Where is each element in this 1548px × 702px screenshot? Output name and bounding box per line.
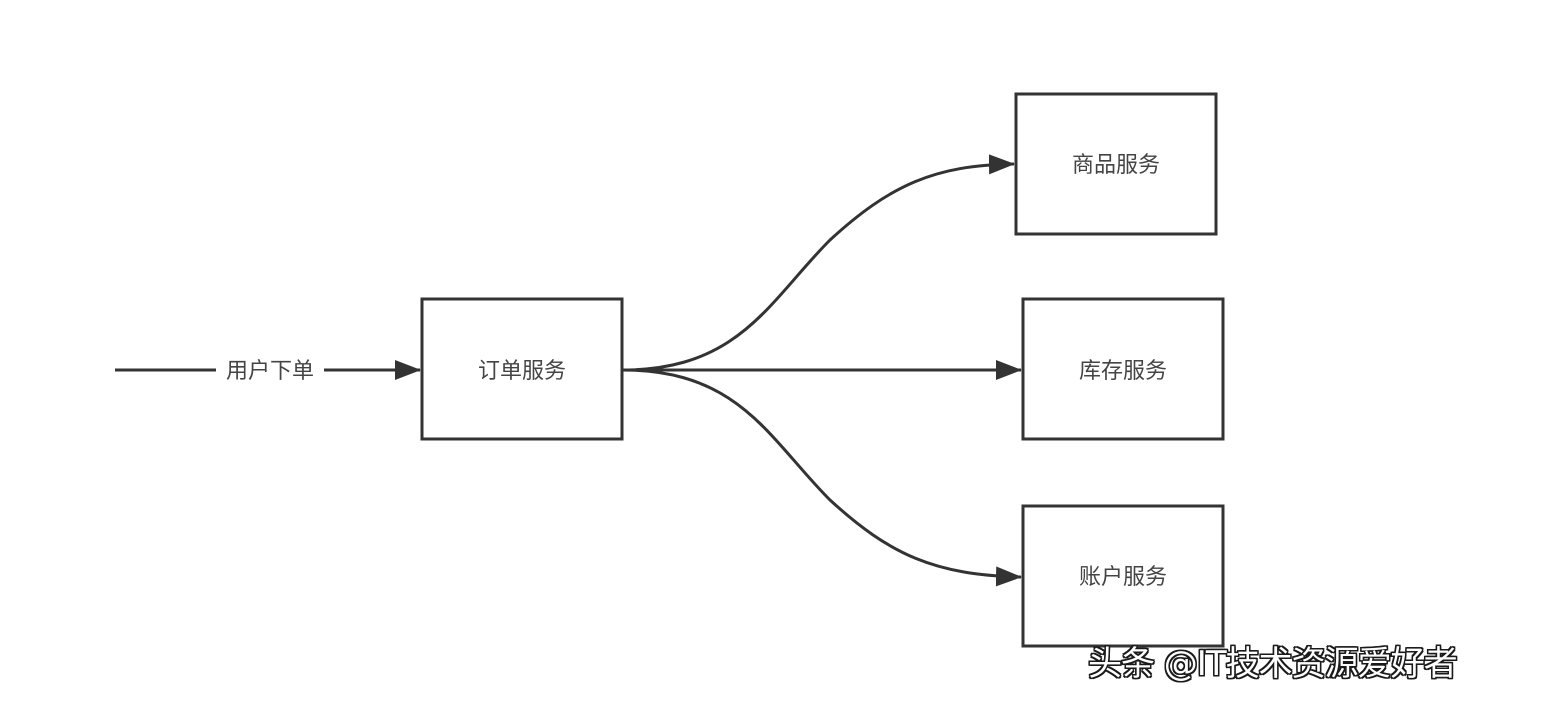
node-order-label: 订单服务 xyxy=(478,359,566,384)
edge-order-to-product xyxy=(622,154,1015,372)
node-product-box xyxy=(1014,92,1218,236)
node-inventory-box xyxy=(1021,297,1225,441)
node-product-service: 商品服务 xyxy=(1014,92,1218,236)
entry-label-background xyxy=(216,354,324,386)
node-account-box xyxy=(1021,504,1225,648)
node-account-service: 账户服务 xyxy=(1021,504,1225,648)
entry-edge-label: 用户下单 xyxy=(226,359,314,384)
node-order-service: 订单服务 xyxy=(420,297,624,441)
node-order-box xyxy=(420,297,624,441)
node-product-label: 商品服务 xyxy=(1072,153,1160,178)
node-inventory-service: 库存服务 xyxy=(1021,297,1225,441)
edge-order-to-account xyxy=(622,368,1022,587)
node-account-label: 账户服务 xyxy=(1079,565,1167,590)
node-inventory-label: 库存服务 xyxy=(1079,359,1167,384)
watermark-text: 头条 @IT技术资源爱好者 xyxy=(1088,644,1458,684)
